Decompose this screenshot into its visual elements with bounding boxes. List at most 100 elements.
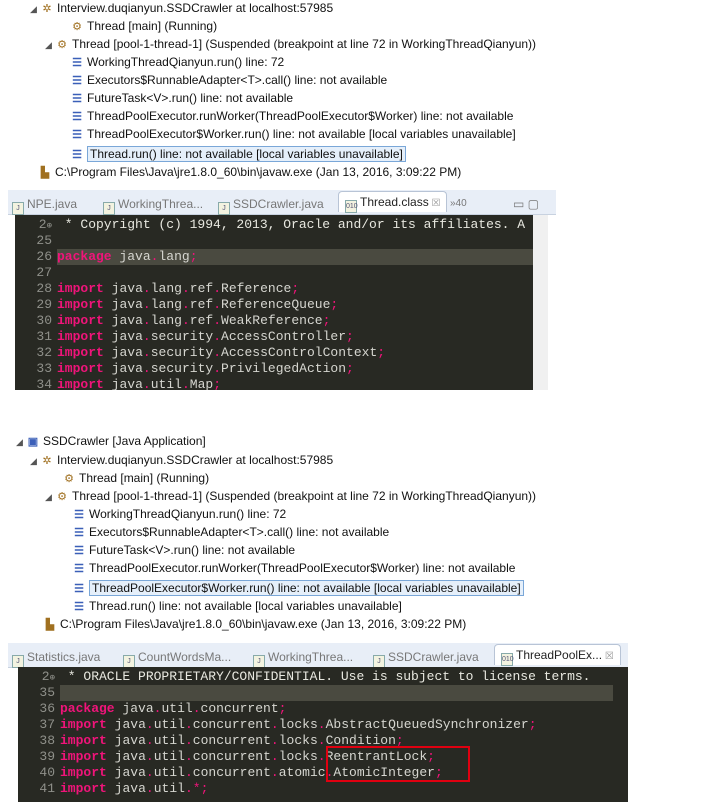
close-tab-icon[interactable]: ☒ <box>602 651 614 662</box>
code-editor-bottom[interactable]: 2⊕ * ORACLE PROPRIETARY/CONFIDENTIAL. Us… <box>18 667 628 802</box>
line-number: 25 <box>36 233 52 248</box>
thread-suspended-icon: ⚙ <box>57 39 67 51</box>
stack-frame-item[interactable]: ☰Thread.run() line: not available [local… <box>72 597 402 615</box>
tree-item-label: C:\Program Files\Java\jre1.8.0_60\bin\ja… <box>60 617 467 631</box>
java-file-icon: J <box>12 202 24 215</box>
line-number: 34 <box>36 377 52 390</box>
tree-item-label: WorkingThreadQianyun.run() line: 72 <box>87 55 285 69</box>
tree-item[interactable]: ◢ ✲ Interview.duqianyun.SSDCrawler at loca… <box>30 0 333 17</box>
expand-toggle-icon[interactable]: ◢ <box>45 492 52 502</box>
tree-item[interactable]: ▙ C:\Program Files\Java\jre1.8.0_60\bin\j… <box>38 163 461 181</box>
class-file-icon: 010 <box>501 653 514 666</box>
tree-item-label: ThreadPoolExecutor$Worker.run() line: no… <box>89 580 524 596</box>
minimize-maximize-buttons[interactable]: ▭ ▢ <box>513 197 540 211</box>
tree-item[interactable]: ◢ ⚙ Thread [pool-1-thread-1] (Suspended (b… <box>45 35 536 53</box>
gear-icon: ✲ <box>42 455 52 467</box>
code-line: import java.lang.ref.WeakReference; <box>57 313 331 328</box>
expand-fold-icon: ⊕ <box>46 221 52 231</box>
stack-frame-item[interactable]: ☰Executors$RunnableAdapter<T>.call() lin… <box>72 523 389 541</box>
tree-item-label: Thread [pool-1-thread-1] (Suspended (bre… <box>72 489 537 503</box>
expand-toggle-icon[interactable]: ◢ <box>30 456 37 466</box>
tree-item[interactable]: ⚙Thread [main] (Running) <box>70 17 217 35</box>
tree-item[interactable]: ▙ C:\Program Files\Java\jre1.8.0_60\bin\j… <box>43 615 466 633</box>
tree-item-label: C:\Program Files\Java\jre1.8.0_60\bin\ja… <box>55 165 462 179</box>
close-tab-icon[interactable]: ☒ <box>428 198 441 209</box>
tree-item-label: Interview.duqianyun.SSDCrawler at localh… <box>57 453 334 467</box>
tree-item[interactable]: ◢ ✲ Interview.duqianyun.SSDCrawler at loca… <box>30 451 333 469</box>
tab-label: Statistics.java <box>27 650 101 664</box>
stack-frame-icon: ☰ <box>74 509 84 521</box>
stack-frame-item[interactable]: ☰FutureTask<V>.run() line: not available <box>72 541 295 559</box>
tree-item-label: Thread [main] (Running) <box>87 19 218 33</box>
line-number: 32 <box>36 345 52 360</box>
stack-frame-item[interactable]: ☰Executors$RunnableAdapter<T>.call() lin… <box>70 71 387 89</box>
tree-item-label: Thread [pool-1-thread-1] (Suspended (bre… <box>72 37 537 51</box>
tab-label: Thread.class <box>360 195 429 209</box>
tree-item[interactable]: ⚙Thread [main] (Running) <box>62 469 209 487</box>
code-editor-top[interactable]: 2⊕ * Copyright (c) 1994, 2013, Oracle an… <box>15 215 548 390</box>
stack-frame-item[interactable]: ☰ WorkingThreadQianyun.run() line: 72 <box>70 53 284 71</box>
stack-frame-icon: ☰ <box>74 527 84 539</box>
expand-toggle-icon[interactable]: ◢ <box>45 40 52 50</box>
stack-frame-icon: ☰ <box>74 583 84 595</box>
code-line: import java.lang.ref.ReferenceQueue; <box>57 297 339 312</box>
thread-suspended-icon: ⚙ <box>57 491 67 503</box>
stack-frame-icon: ☰ <box>72 129 82 141</box>
tree-item-label: Executors$RunnableAdapter<T>.call() line… <box>87 73 388 87</box>
stack-frame-item[interactable]: ☰ Thread.run() line: not available [local… <box>70 145 406 163</box>
code-line: package java.util.concurrent; <box>60 701 287 716</box>
highlight-box <box>326 746 470 782</box>
code-line: import java.util.*; <box>60 781 209 796</box>
stack-frame-item[interactable]: ☰ThreadPoolExecutor.runWorker(ThreadPool… <box>70 107 513 125</box>
tab-label: WorkingThrea... <box>268 650 354 664</box>
line-number: 2⊕ <box>38 217 52 232</box>
thread-running-icon: ⚙ <box>64 473 74 485</box>
tree-item[interactable]: ◢ ⚙ Thread [pool-1-thread-1] (Suspended (b… <box>45 487 536 505</box>
tree-item[interactable]: ◢▣SSDCrawler [Java Application] <box>16 432 206 450</box>
code-line: import java.util.concurrent.locks.Abstra… <box>60 717 537 732</box>
stack-frame-icon: ☰ <box>72 111 82 123</box>
expand-toggle-icon[interactable]: ◢ <box>30 4 37 14</box>
stack-frame-item[interactable]: ☰ThreadPoolExecutor.runWorker(ThreadPool… <box>72 559 515 577</box>
line-number: 38 <box>39 733 55 748</box>
expand-fold-icon: ⊕ <box>49 673 55 683</box>
line-number: 29 <box>36 297 52 312</box>
line-number: 31 <box>36 329 52 344</box>
class-file-icon: 010 <box>345 200 358 213</box>
tree-item-label: Interview.duqianyun.SSDCrawler at localh… <box>57 1 334 15</box>
stack-frame-icon: ☰ <box>74 563 84 575</box>
code-line: * Copyright (c) 1994, 2013, Oracle and/o… <box>57 217 526 232</box>
stack-frame-item[interactable]: ☰ ThreadPoolExecutor$Worker.run() line: n… <box>72 579 524 597</box>
tree-item-label: WorkingThreadQianyun.run() line: 72 <box>89 507 287 521</box>
process-icon: ▙ <box>40 167 50 179</box>
line-number: 41 <box>39 781 55 796</box>
gear-icon: ✲ <box>42 3 52 15</box>
stack-frame-icon: ☰ <box>72 57 82 69</box>
line-number: 39 <box>39 749 55 764</box>
scrollbar[interactable] <box>533 215 548 390</box>
stack-frame-item[interactable]: ☰ThreadPoolExecutor$Worker.run() line: n… <box>70 125 516 143</box>
line-number: 40 <box>39 765 55 780</box>
stack-frame-item[interactable]: ☰ WorkingThreadQianyun.run() line: 72 <box>72 505 286 523</box>
stack-frame-icon: ☰ <box>74 545 84 557</box>
code-line: import java.lang.ref.Reference; <box>57 281 300 296</box>
line-number: 33 <box>36 361 52 376</box>
process-icon: ▙ <box>45 619 55 631</box>
expand-toggle-icon[interactable]: ◢ <box>16 437 23 447</box>
code-line: import java.util.concurrent.locks.Reentr… <box>60 749 435 764</box>
line-number: 27 <box>36 265 52 280</box>
stack-frame-icon: ☰ <box>72 149 82 161</box>
tree-item-label: Thread.run() line: not available [local … <box>87 146 406 162</box>
more-tabs-button[interactable]: »40 <box>450 198 467 209</box>
stack-frame-item[interactable]: ☰FutureTask<V>.run() line: not available <box>70 89 293 107</box>
